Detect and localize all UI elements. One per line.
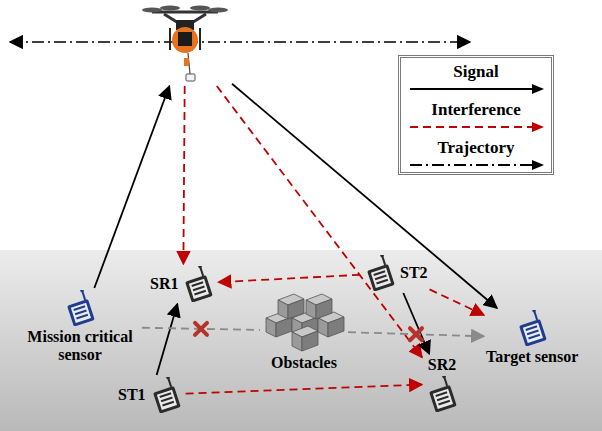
signal-arrow: [403, 293, 429, 354]
node-label: ST2: [400, 264, 428, 282]
obstacle-node: Obstacles: [262, 290, 346, 372]
sensor-icon: [148, 377, 184, 413]
signal-arrow: [157, 304, 178, 375]
obstacle-icon: [262, 290, 346, 352]
node-label: Target sensor: [486, 348, 578, 366]
legend-entry: Interference: [401, 100, 551, 133]
sensor-icon: [362, 255, 398, 291]
sensor-node: SR2: [424, 356, 460, 412]
interference-arrow: [183, 86, 184, 264]
node-label: Obstacles: [271, 354, 337, 372]
node-label: SR1: [150, 275, 178, 293]
sensor-icon: [424, 376, 460, 412]
sensor-node: ST2: [362, 255, 428, 291]
sensor-icon: [180, 266, 216, 302]
legend-sample: [406, 159, 546, 171]
uav-icon: [140, 4, 230, 84]
interference-arrow: [430, 289, 484, 315]
legend-label: Trajectory: [437, 138, 514, 157]
blocked-cross: [410, 328, 422, 340]
sensor-icon: [514, 310, 550, 346]
legend-box: SignalInterferenceTrajectory: [398, 55, 554, 175]
node-label: ST1: [118, 386, 146, 404]
blocked-cross: [195, 323, 207, 335]
interference-arrow: [186, 385, 422, 394]
legend-label: Interference: [431, 100, 520, 119]
node-label: Mission critical sensor: [20, 328, 140, 363]
sensor-node: Mission critical sensor: [20, 290, 140, 363]
legend-sample: [406, 121, 546, 133]
node-label: SR2: [428, 356, 456, 374]
uav-node: [140, 4, 230, 84]
legend-entry: Signal: [401, 62, 551, 95]
trajectory-line: [10, 41, 470, 43]
sensor-node: ST1: [118, 377, 184, 413]
sensor-icon: [62, 290, 98, 326]
sensor-node: SR1: [150, 266, 216, 302]
legend-entry: Trajectory: [401, 138, 551, 171]
ground-area: [0, 250, 602, 431]
signal-arrow: [94, 86, 169, 288]
legend-sample: [406, 83, 546, 95]
sensor-node: Target sensor: [486, 310, 578, 366]
interference-arrow: [218, 275, 360, 282]
legend-label: Signal: [453, 62, 498, 81]
interference-arrow: [217, 86, 422, 357]
